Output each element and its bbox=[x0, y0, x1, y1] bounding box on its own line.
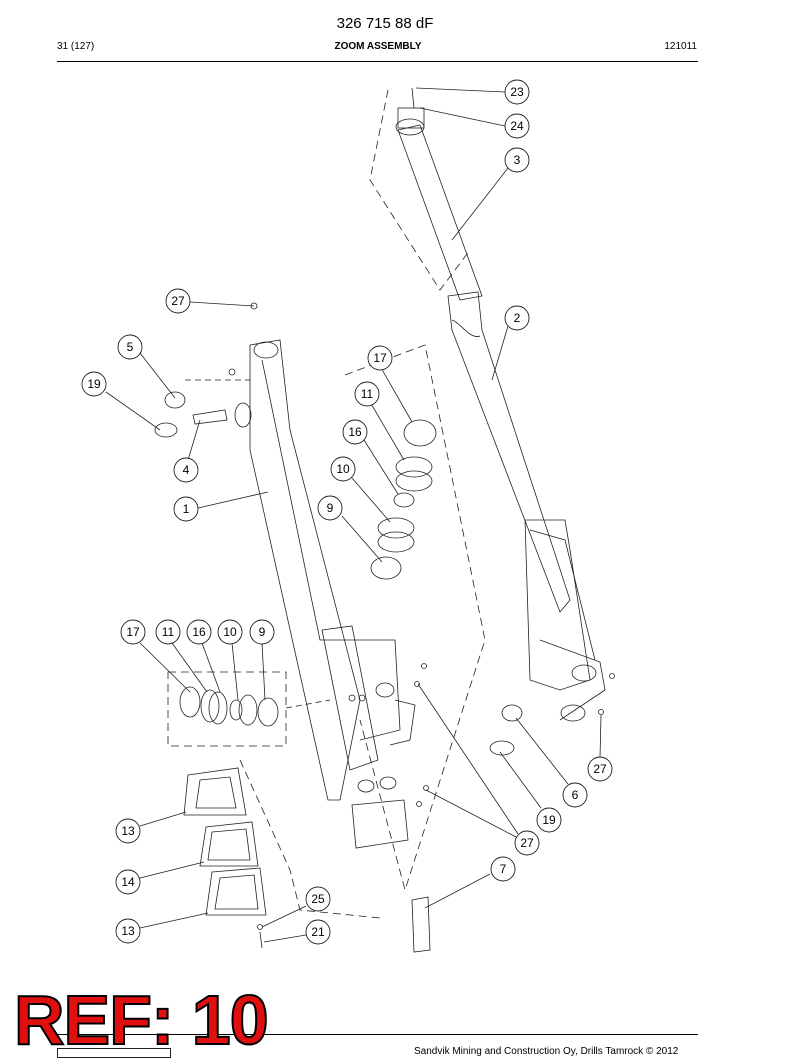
callout-label: 2 bbox=[514, 311, 521, 325]
callout-label: 13 bbox=[121, 924, 135, 938]
seal-stack-lower bbox=[179, 686, 279, 727]
callout-label: 10 bbox=[223, 625, 237, 639]
callout-label: 24 bbox=[510, 119, 524, 133]
callout-label: 4 bbox=[183, 463, 190, 477]
seal-stack-upper bbox=[370, 419, 437, 580]
callout-11: 11 bbox=[155, 619, 181, 645]
page-number: 31 (127) bbox=[57, 41, 95, 52]
callout-27: 27 bbox=[514, 830, 540, 856]
envelope-middle bbox=[344, 344, 486, 892]
section-title: ZOOM ASSEMBLY bbox=[334, 41, 422, 52]
copyright-text: Sandvik Mining and Construction Oy, Dril… bbox=[414, 1046, 679, 1057]
callout-16: 16 bbox=[186, 619, 212, 645]
callout-label: 16 bbox=[348, 425, 362, 439]
part-2-boom bbox=[447, 291, 606, 722]
callout-7: 7 bbox=[490, 856, 516, 882]
document-date: 121011 bbox=[664, 41, 697, 52]
callout-label: 25 bbox=[311, 892, 325, 906]
callout-label: 23 bbox=[510, 85, 524, 99]
callout-label: 17 bbox=[373, 351, 387, 365]
callout-19: 19 bbox=[81, 371, 107, 397]
callout-label: 27 bbox=[593, 762, 607, 776]
callout-label: 14 bbox=[121, 875, 135, 889]
callout-3: 3 bbox=[504, 147, 530, 173]
callout-label: 21 bbox=[311, 925, 325, 939]
callout-5: 5 bbox=[117, 334, 143, 360]
part-1-beam bbox=[249, 339, 416, 801]
callout-label: 11 bbox=[361, 387, 374, 401]
callout-1: 1 bbox=[173, 496, 199, 522]
callout-23: 23 bbox=[504, 79, 530, 105]
callout-11: 11 bbox=[354, 381, 380, 407]
callout-21: 21 bbox=[305, 919, 331, 945]
callout-4: 4 bbox=[173, 457, 199, 483]
callout-label: 27 bbox=[520, 836, 534, 850]
callout-10: 10 bbox=[330, 456, 356, 482]
callout-2: 2 bbox=[504, 305, 530, 331]
callout-label: 3 bbox=[514, 153, 521, 167]
callout-25: 25 bbox=[305, 886, 331, 912]
seal-stack-box bbox=[167, 671, 287, 747]
callout-label: 19 bbox=[87, 377, 101, 391]
callout-label: 13 bbox=[121, 824, 135, 838]
callout-10: 10 bbox=[217, 619, 243, 645]
callout-label: 27 bbox=[171, 294, 185, 308]
envelope-upper bbox=[369, 89, 471, 291]
cover-plates bbox=[183, 767, 267, 916]
part-7-plate bbox=[411, 896, 431, 953]
document-number: 326 715 88 dF bbox=[336, 15, 434, 32]
callout-13: 13 bbox=[115, 818, 141, 844]
callout-6: 6 bbox=[562, 782, 588, 808]
callout-label: 5 bbox=[127, 340, 134, 354]
footer-rule bbox=[57, 1034, 698, 1035]
callout-label: 6 bbox=[572, 788, 579, 802]
callout-label: 11 bbox=[162, 625, 175, 639]
callout-24: 24 bbox=[504, 113, 530, 139]
header-rule bbox=[57, 61, 698, 62]
callout-label: 10 bbox=[336, 462, 350, 476]
callout-label: 16 bbox=[192, 625, 206, 639]
mounting-plate bbox=[351, 799, 409, 849]
part-3-tube bbox=[395, 87, 483, 301]
bushing-group-left bbox=[154, 368, 252, 438]
callout-label: 17 bbox=[126, 625, 140, 639]
callout-17: 17 bbox=[367, 345, 393, 371]
callout-27: 27 bbox=[165, 288, 191, 314]
callout-17: 17 bbox=[120, 619, 146, 645]
callout-label: 9 bbox=[259, 625, 266, 639]
ref-stamp: REF: 10 bbox=[13, 980, 270, 1060]
callout-label: 7 bbox=[500, 862, 507, 876]
callout-label: 1 bbox=[183, 502, 190, 516]
callout-14: 14 bbox=[115, 869, 141, 895]
callout-label: 9 bbox=[327, 501, 334, 515]
callout-13: 13 bbox=[115, 918, 141, 944]
callout-9: 9 bbox=[317, 495, 343, 521]
callout-19: 19 bbox=[536, 807, 562, 833]
callout-label: 19 bbox=[542, 813, 556, 827]
callout-9: 9 bbox=[249, 619, 275, 645]
callout-27: 27 bbox=[587, 756, 613, 782]
callout-16: 16 bbox=[342, 419, 368, 445]
